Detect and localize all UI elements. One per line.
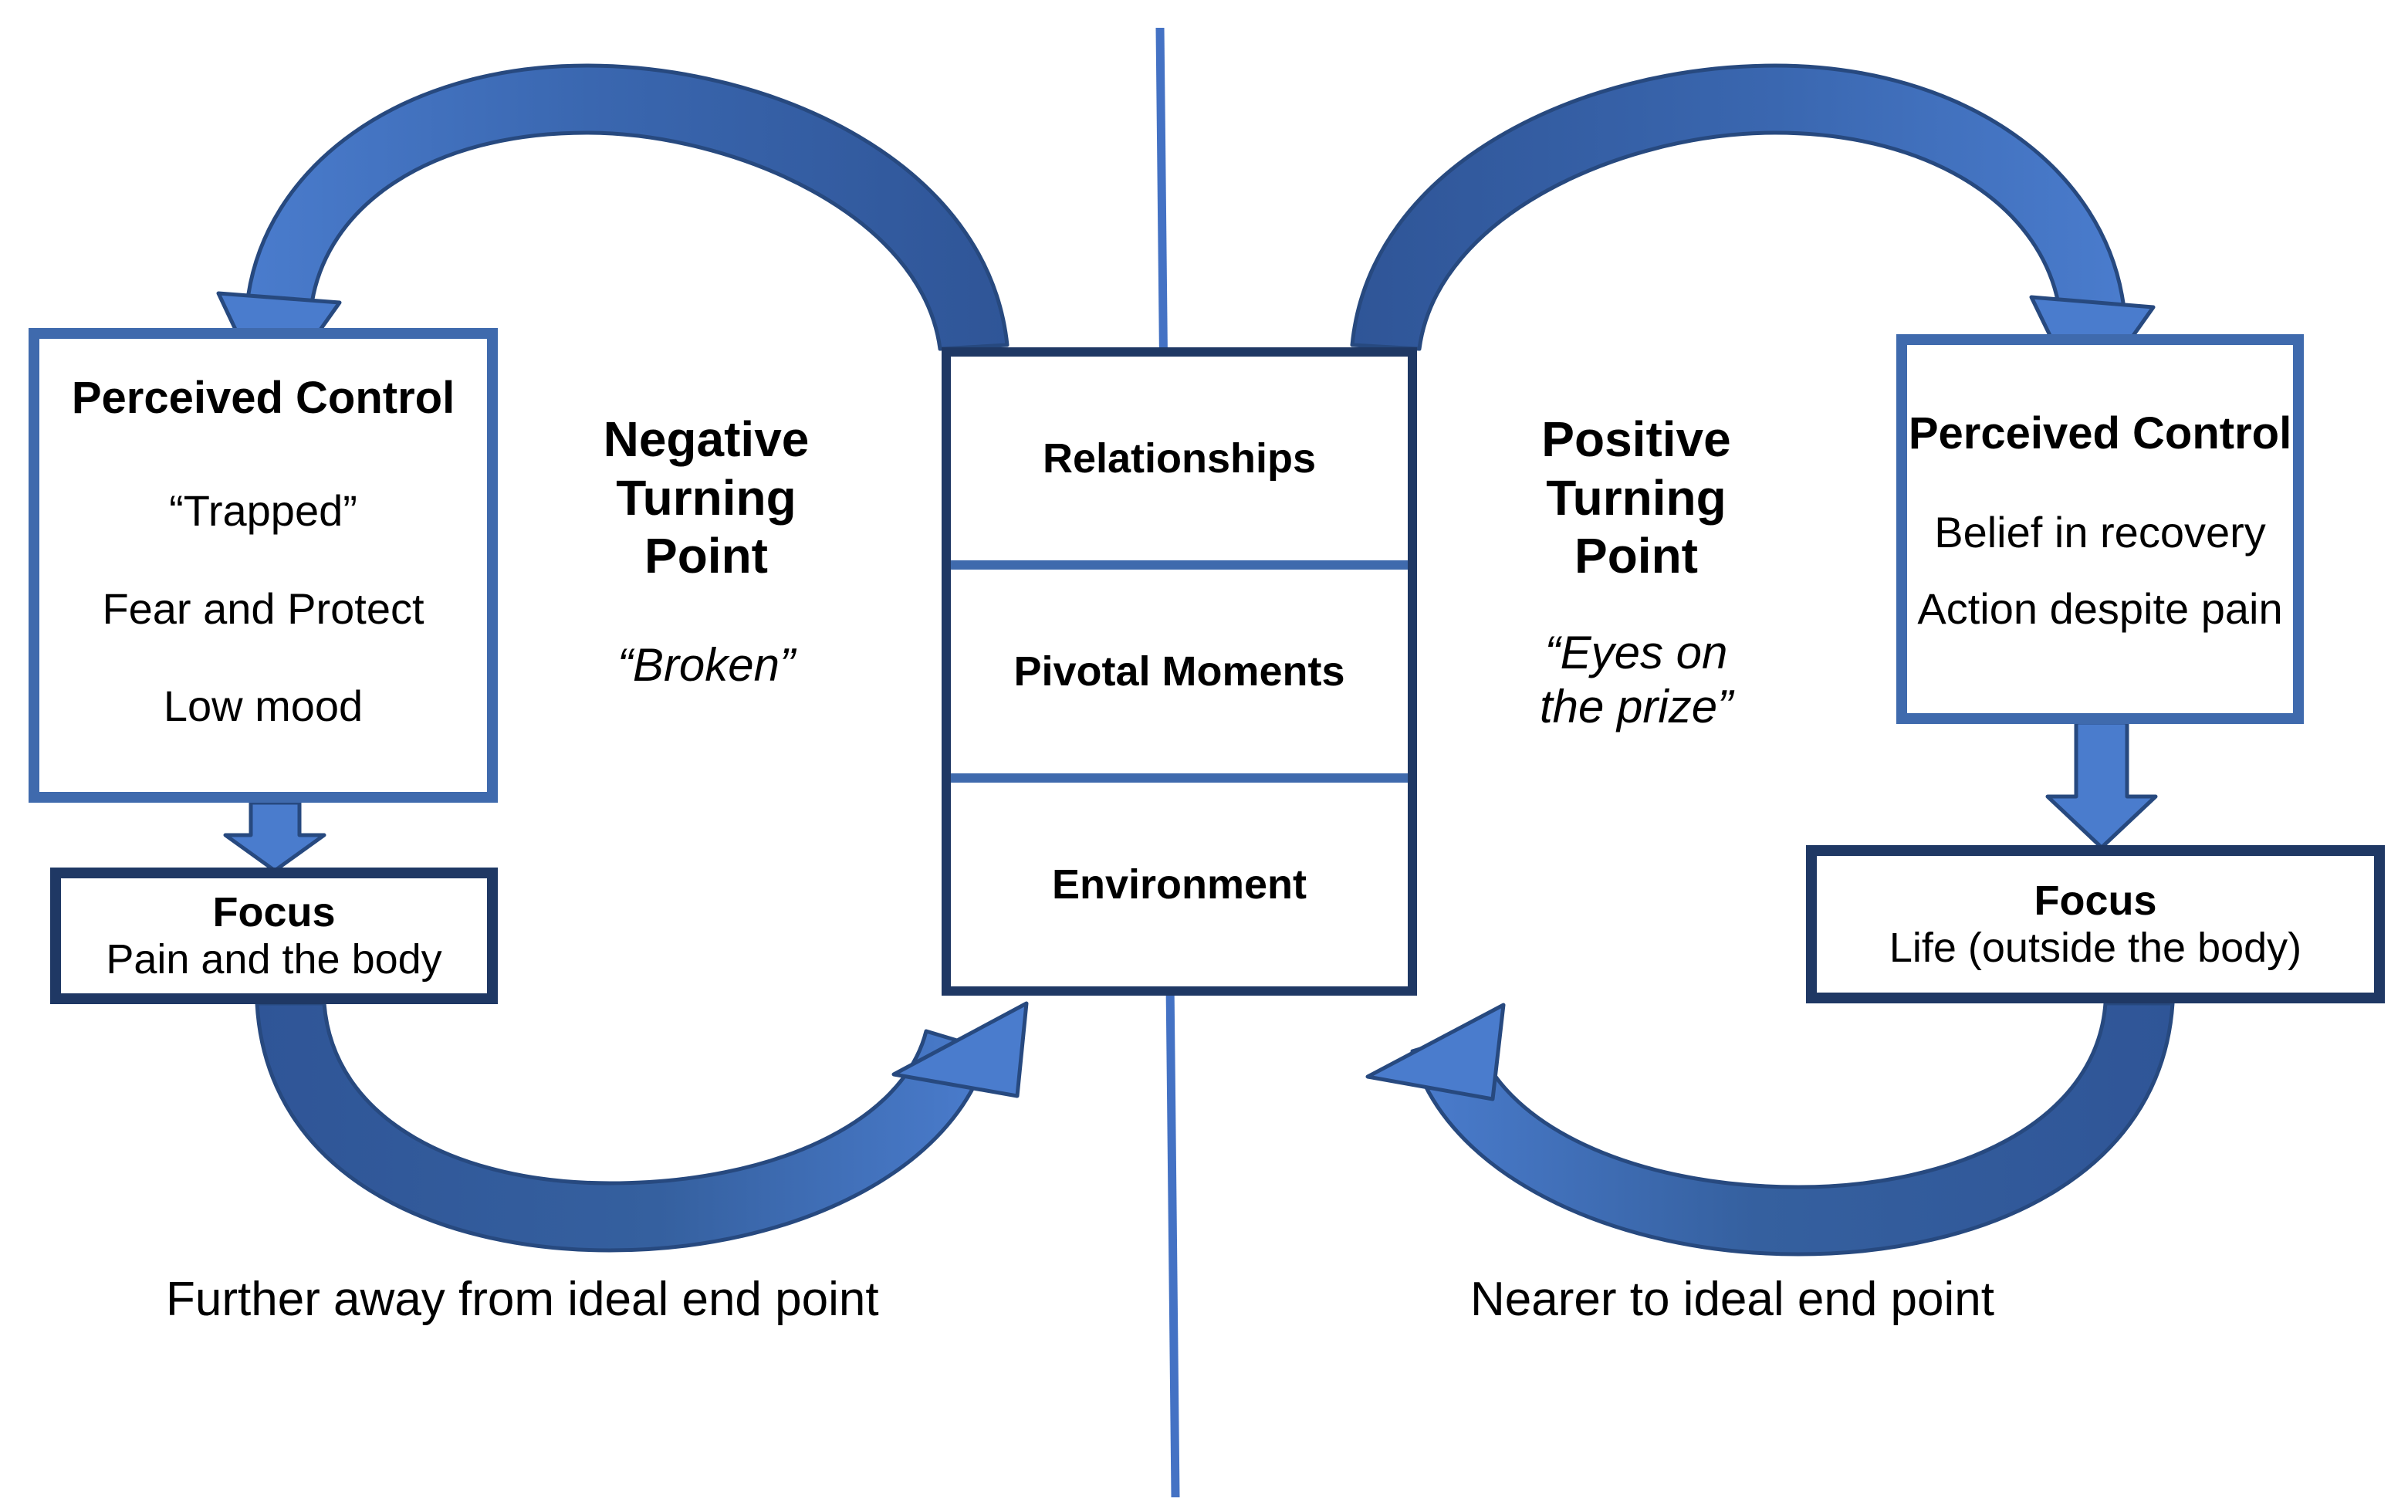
center-segment-pivotal-moments[interactable]: Pivotal Moments — [951, 560, 1408, 773]
center-segment-environment[interactable]: Environment — [951, 773, 1408, 986]
negative-turning-point-title-line-1: Negative — [603, 411, 810, 467]
left-focus-title: Focus — [212, 888, 336, 935]
center-segment-relationships[interactable]: Relationships — [1042, 435, 1317, 482]
positive-turning-point-title-line-1: Positive — [1541, 411, 1731, 467]
right-perceived-control-title: Perceived Control — [1908, 408, 2292, 459]
positive-turning-point-quote-line-2: the prize” — [1539, 681, 1733, 733]
left-perceived-control-line-2: Fear and Protect — [102, 583, 424, 633]
positive-turning-point-title-line-3: Point — [1574, 528, 1698, 584]
negative-turning-point-title-line-3: Point — [644, 528, 768, 584]
left-perceived-control-box[interactable]: Perceived Control “Trapped” Fear and Pro… — [29, 328, 498, 803]
left-focus-line: Pain and the body — [106, 935, 442, 983]
positive-turning-point-quote-line-1: “Eyes on — [1544, 626, 1728, 678]
right-end-point-label: Nearer to ideal end point — [1470, 1273, 1995, 1326]
left-focus-box[interactable]: Focus Pain and the body — [50, 868, 498, 1004]
right-focus-box[interactable]: Focus Life (outside the body) — [1806, 845, 2385, 1003]
right-focus-title: Focus — [2034, 877, 2157, 924]
left-perceived-control-line-1: “Trapped” — [169, 485, 357, 535]
left-perceived-control-title: Perceived Control — [71, 372, 455, 423]
positive-turning-point-title-line-2: Turning — [1546, 469, 1727, 526]
arrow-left-pc-to-focus — [223, 800, 326, 873]
negative-turning-point-quote: “Broken” — [617, 638, 796, 691]
negative-turning-point-title-line-2: Turning — [616, 469, 796, 526]
right-perceived-control-line-1: Belief in recovery — [1934, 508, 2266, 557]
center-influences-box[interactable]: Relationships Pivotal Moments Environmen… — [942, 347, 1417, 996]
right-perceived-control-line-2: Action despite pain — [1917, 583, 2283, 633]
right-focus-line: Life (outside the body) — [1889, 924, 2302, 971]
right-perceived-control-box[interactable]: Perceived Control Belief in recovery Act… — [1896, 334, 2304, 724]
left-perceived-control-line-3: Low mood — [163, 682, 364, 731]
arrow-bottom-right — [1365, 1001, 2175, 1257]
negative-turning-point-label: Negative Turning Point “Broken” — [540, 411, 872, 692]
arrow-bottom-left — [255, 1001, 1029, 1253]
left-end-point-label: Further away from ideal end point — [166, 1273, 879, 1326]
positive-turning-point-label: Positive Turning Point “Eyes on the priz… — [1470, 411, 1802, 735]
arrow-right-pc-to-focus — [2045, 720, 2158, 850]
